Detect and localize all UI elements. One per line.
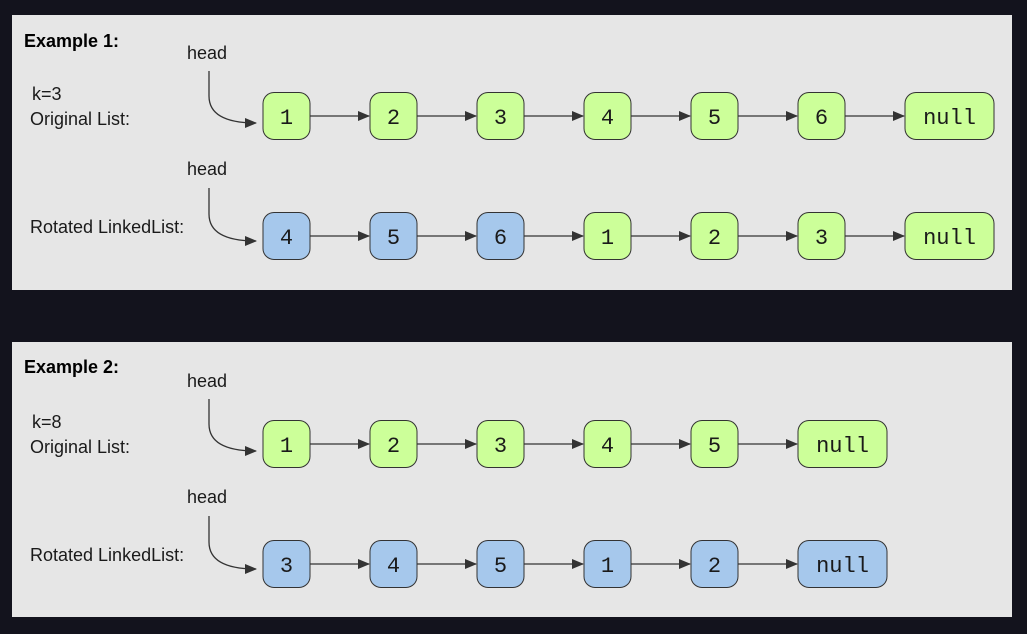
example-2-original-list: 1 2 3 4 5 null [262, 420, 888, 468]
example-2-panel: Example 2: k=8 Original List: Rotated Li… [12, 342, 1012, 617]
example-1-rotated-node-value: 1 [601, 226, 614, 251]
example-1-original-node-value: 4 [601, 106, 614, 131]
example-2-original-node-value: null [816, 434, 869, 459]
example-1-original-node-value: 2 [387, 106, 400, 131]
example-1-rotated-node-value: 5 [387, 226, 400, 251]
example-1-rotated-null-node [904, 212, 995, 260]
example-2-original-head-arrow [208, 399, 257, 456]
example-2-original-node-value: 3 [494, 434, 507, 459]
example-2-rotated-node-value: 5 [494, 554, 507, 579]
example-2-k-label: k=8 [32, 412, 62, 432]
example-1-rotated-node-value: 2 [708, 226, 721, 251]
example-2-original-head-label: head [187, 371, 227, 391]
example-1-original-node-value: 3 [494, 106, 507, 131]
example-2-original-null-node [797, 420, 888, 468]
example-1-original-node-value: null [923, 106, 976, 131]
example-1-rotated-head-arrow [208, 188, 257, 246]
example-1-title: Example 1: [24, 31, 119, 51]
example-1-rotated-node-value: 4 [280, 226, 293, 251]
example-1-rotated-label: Rotated LinkedList: [30, 217, 184, 237]
example-1-k-label: k=3 [32, 84, 62, 104]
example-2-original-node-value: 1 [280, 434, 293, 459]
example-1-original-head-arrow [208, 71, 257, 128]
example-2-rotated-head-arrow [208, 516, 257, 574]
example-1-original-node-value: 5 [708, 106, 721, 131]
example-1-original-head-label: head [187, 43, 227, 63]
example-1-original-node-value: 1 [280, 106, 293, 131]
example-2-rotated-node-value: 2 [708, 554, 721, 579]
example-1-original-label: Original List: [30, 109, 130, 129]
example-1-rotated-list: 4 5 6 1 2 3 null [262, 212, 995, 260]
example-2-title: Example 2: [24, 357, 119, 377]
example-2-original-label: Original List: [30, 437, 130, 457]
example-2-rotated-list: 3 4 5 1 2 null [262, 540, 888, 588]
example-2-original-node-value: 4 [601, 434, 614, 459]
example-1-panel: Example 1: k=3 Original List: Rotated Li… [12, 15, 1012, 290]
example-2-rotated-node-value: 4 [387, 554, 400, 579]
example-2-rotated-node-value: 1 [601, 554, 614, 579]
example-2-original-node-value: 5 [708, 434, 721, 459]
example-2-rotated-head-label: head [187, 487, 227, 507]
example-1-original-null-node [904, 92, 995, 140]
example-1-rotated-node-value: 3 [815, 226, 828, 251]
example-2-rotated-node-value: 3 [280, 554, 293, 579]
example-2-rotated-label: Rotated LinkedList: [30, 545, 184, 565]
example-1-rotated-head-label: head [187, 159, 227, 179]
example-1-original-list: 1 2 3 4 5 6 null [262, 92, 995, 140]
example-1-rotated-node-value: null [923, 226, 976, 251]
example-1-rotated-node-value: 6 [494, 226, 507, 251]
example-2-rotated-node-value: null [816, 554, 869, 579]
example-2-original-node-value: 2 [387, 434, 400, 459]
example-1-original-node-value: 6 [815, 106, 828, 131]
example-2-rotated-null-node [797, 540, 888, 588]
